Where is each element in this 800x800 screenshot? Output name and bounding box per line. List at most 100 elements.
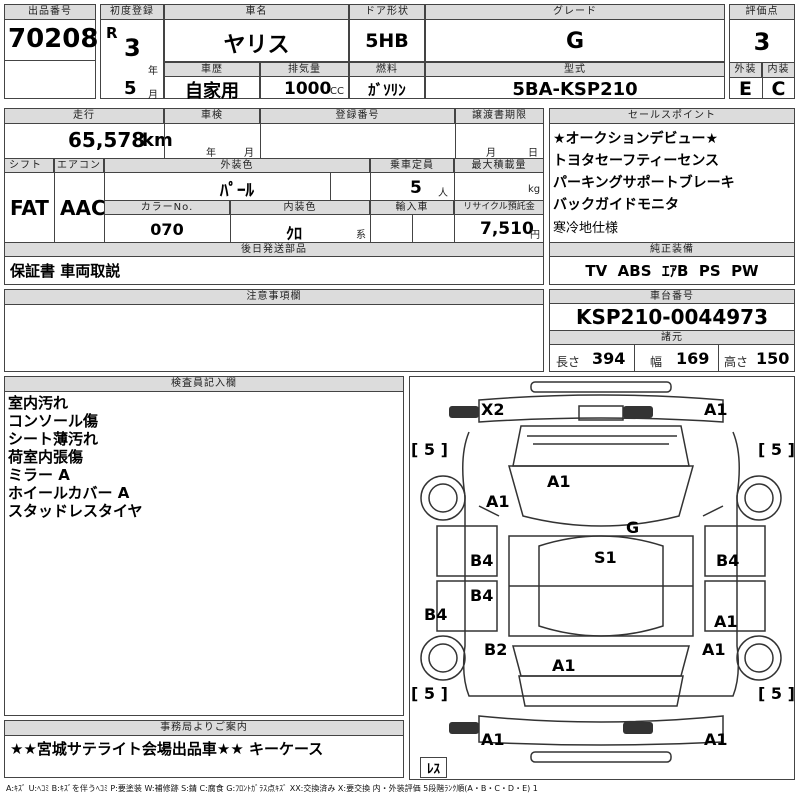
capacity-unit: 人 bbox=[438, 188, 448, 199]
inspector-note: ミラー A bbox=[8, 466, 70, 484]
sales-points-label: セールスポイント bbox=[549, 108, 795, 124]
exterior-grade: E bbox=[739, 78, 752, 100]
width: 169 bbox=[676, 349, 710, 368]
grade-label: グレード bbox=[425, 4, 725, 20]
equipment-label: 純正装備 bbox=[549, 242, 795, 257]
door-type: 5HB bbox=[365, 30, 409, 52]
chassis-label: 車台番号 bbox=[549, 289, 795, 304]
air-conditioner: AAC bbox=[60, 196, 106, 220]
shift: FAT bbox=[10, 196, 49, 220]
legend-text: A:ｷｽﾞ U:ﾍｺﾐ B:ｷｽﾞを伴うﾍｺﾐ P:要塗装 W:補修跡 S:錆 … bbox=[6, 784, 538, 793]
inspector-label: 検査員記入欄 bbox=[4, 376, 404, 392]
notes-label: 注意事項欄 bbox=[4, 289, 544, 305]
office-info: ★★宮城サテライト会場出品車★★ キーケース bbox=[10, 740, 324, 758]
sales-point: トヨタセーフティーセンス bbox=[553, 153, 720, 169]
displacement: 1000 bbox=[284, 79, 332, 99]
inspector-note: コンソール傷 bbox=[8, 412, 99, 430]
import-label: 輸入車 bbox=[370, 200, 454, 215]
sales-point: 寒冷地仕様 bbox=[553, 221, 619, 236]
door-type-label: ドア形状 bbox=[349, 4, 425, 20]
exterior-color-label: 外装色 bbox=[104, 158, 370, 173]
length: 394 bbox=[592, 349, 626, 368]
plate-number-label: 登録番号 bbox=[260, 108, 455, 124]
damage-diagram-panel bbox=[409, 376, 795, 780]
exterior-label: 外装 bbox=[729, 62, 762, 78]
max-load-label: 最大積載量 bbox=[454, 158, 544, 173]
transfer-month-unit: 月 bbox=[486, 148, 496, 159]
damage-mark-rear-right-bumper: A1 bbox=[704, 730, 728, 749]
recycle-fee: 7,510 bbox=[480, 219, 534, 239]
transfer-deadline-label: 譲渡書期限 bbox=[455, 108, 544, 124]
inspection-label: 車検 bbox=[164, 108, 260, 124]
damage-mark-right-front-door: B4 bbox=[716, 551, 740, 570]
height: 150 bbox=[756, 349, 790, 368]
damage-mark-right-rear-door: A1 bbox=[714, 612, 738, 631]
recycle-unit: 円 bbox=[530, 230, 540, 241]
interior-color-unit: 系 bbox=[356, 230, 366, 241]
color-number-label: カラーNo. bbox=[104, 200, 230, 215]
lot-number: 70208 bbox=[8, 24, 99, 54]
first-registration-label: 初度登録 bbox=[100, 4, 164, 20]
era: R bbox=[106, 24, 118, 42]
color-number: 070 bbox=[150, 220, 184, 239]
model-label: 型式 bbox=[425, 62, 725, 77]
tire-front-left-value: 5 bbox=[423, 440, 436, 459]
damage-mark-trunk: A1 bbox=[552, 656, 576, 675]
damage-mark-left-quarter: B2 bbox=[484, 640, 508, 659]
spare-tire-value: ﾚｽ bbox=[427, 762, 440, 777]
car-outline-diagram bbox=[420, 381, 782, 763]
interior-label: 内装 bbox=[762, 62, 795, 78]
sales-point: バックガイドモニタ bbox=[553, 197, 679, 213]
sales-point: パーキングサポートブレーキ bbox=[553, 175, 735, 191]
mileage-label: 走行 bbox=[4, 108, 164, 124]
length-label: 長さ bbox=[556, 355, 581, 369]
sales-point: ★オークションデビュー★ bbox=[553, 131, 719, 147]
dimensions-label: 諸元 bbox=[549, 330, 795, 345]
transfer-day-unit: 日 bbox=[528, 148, 538, 159]
office-info-label: 事務局よりご案内 bbox=[4, 720, 404, 736]
later-parts: 保証書 車両取説 bbox=[10, 262, 121, 280]
interior-color: ｸﾛ bbox=[286, 224, 303, 243]
damage-mark-left-rear-door: B4 bbox=[470, 586, 494, 605]
tire-rear-right: [ 5 ] bbox=[758, 684, 795, 703]
damage-mark-left-rocker: B4 bbox=[424, 605, 448, 624]
registration-month: 5 bbox=[124, 78, 137, 99]
model-code: 5BA-KSP210 bbox=[512, 79, 638, 100]
tire-front-right-value: 5 bbox=[770, 440, 783, 459]
year-unit: 年 bbox=[148, 66, 158, 77]
chassis-number: KSP210-0044973 bbox=[575, 305, 769, 329]
damage-mark-left-front-door: B4 bbox=[470, 551, 494, 570]
damage-mark-roof: S1 bbox=[594, 548, 617, 567]
inspection-month-unit: 月 bbox=[244, 148, 254, 159]
fuel: ｶﾞｿﾘﾝ bbox=[368, 81, 406, 99]
inspector-note: 荷室内張傷 bbox=[8, 448, 84, 466]
inspector-note: 室内汚れ bbox=[8, 394, 69, 412]
history-label: 車歴 bbox=[164, 62, 260, 77]
cc-unit: CC bbox=[330, 86, 344, 97]
damage-mark-windshield: G bbox=[626, 518, 640, 537]
max-load-unit: kg bbox=[528, 184, 541, 195]
registration-year: 3 bbox=[124, 34, 141, 62]
shift-label: シフト bbox=[4, 158, 54, 173]
car-name: ヤリス bbox=[223, 33, 290, 58]
damage-mark-left-fender: A1 bbox=[486, 492, 510, 511]
car-name-label: 車名 bbox=[164, 4, 349, 20]
damage-mark-hood: A1 bbox=[547, 472, 571, 491]
score: 3 bbox=[753, 28, 771, 56]
lot-number-label: 出品番号 bbox=[4, 4, 96, 20]
damage-mark-right-quarter: A1 bbox=[702, 640, 726, 659]
km-unit: km bbox=[142, 130, 173, 151]
history: 自家用 bbox=[185, 81, 239, 102]
height-label: 高さ bbox=[724, 355, 749, 369]
score-label: 評価点 bbox=[729, 4, 795, 20]
later-parts-label: 後日発送部品 bbox=[4, 242, 544, 257]
tire-rear-left: [ 5 ] bbox=[411, 684, 448, 703]
ac-label: エアコン bbox=[54, 158, 104, 173]
capacity: 5 bbox=[410, 178, 422, 198]
inspector-note: スタッドレスタイヤ bbox=[8, 502, 143, 520]
interior-color-label: 内装色 bbox=[230, 200, 370, 215]
interior-grade: C bbox=[771, 78, 786, 100]
damage-mark-rear-left-bumper: A1 bbox=[481, 730, 505, 749]
damage-mark-front-left-bumper: X2 bbox=[481, 400, 505, 419]
inspector-note: ホイールカバー A bbox=[8, 484, 130, 502]
